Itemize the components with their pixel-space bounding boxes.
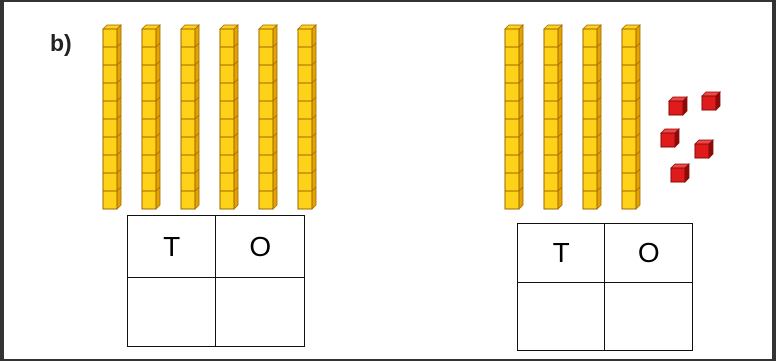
ones-cube (701, 91, 721, 111)
tens-answer-cell[interactable] (518, 283, 605, 351)
tens-rod (297, 24, 317, 210)
tens-rod (621, 24, 641, 210)
tens-rod (543, 24, 563, 210)
ones-answer-cell[interactable] (216, 278, 305, 347)
ones-cube (694, 139, 714, 159)
tens-answer-cell[interactable] (128, 278, 216, 347)
ones-answer-cell[interactable] (605, 283, 693, 351)
tens-rod (258, 24, 278, 210)
right-place-value-table: T O (517, 223, 693, 351)
ones-cube (668, 96, 688, 116)
tens-rod (180, 24, 200, 210)
tens-rod (102, 24, 122, 210)
tens-rod (219, 24, 239, 210)
tens-header: T (128, 216, 216, 278)
question-label: b) (50, 30, 72, 57)
tens-rod (582, 24, 602, 210)
ones-header: O (605, 224, 693, 283)
ones-cube (670, 163, 690, 183)
tens-header: T (518, 224, 605, 283)
tens-rod (504, 24, 524, 210)
ones-header: O (216, 216, 305, 278)
left-place-value-table: T O (127, 215, 305, 347)
ones-cube (660, 128, 680, 148)
tens-rod (141, 24, 161, 210)
